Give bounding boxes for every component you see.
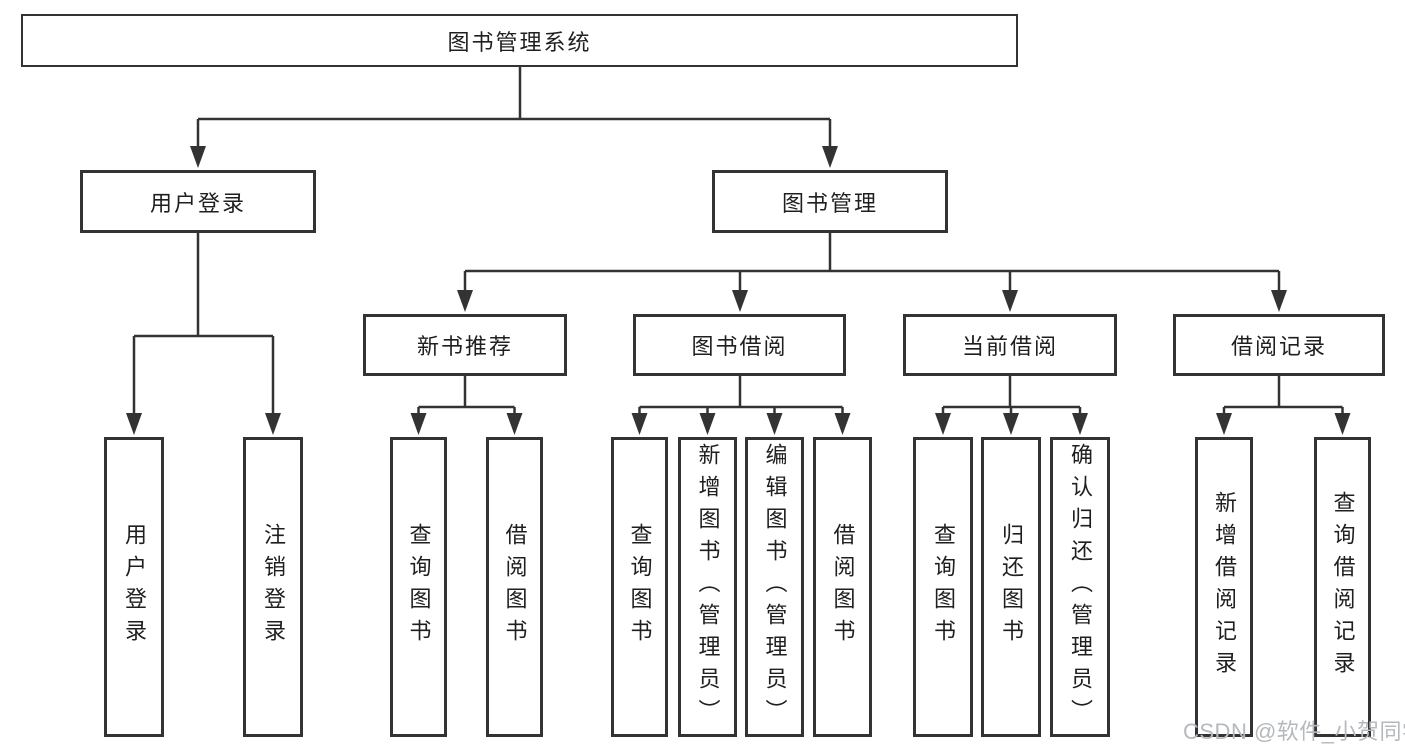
node-label: 用户登录	[149, 190, 246, 216]
node-user-login: 用户登录	[80, 170, 316, 233]
leaf-label: 新增借阅记录	[1212, 491, 1237, 683]
node-label: 当前借阅	[961, 334, 1058, 359]
leaf-edit-book-admin: 编辑图书（管理员）	[745, 437, 804, 737]
leaf-label: 新增图书（管理员）	[695, 443, 721, 731]
node-label: 图书管理	[781, 190, 878, 216]
node-label: 图书管理系统	[447, 29, 592, 55]
watermark: CSDN @软件_小贺同学	[1183, 719, 1405, 744]
leaf-add-borrow-record: 新增借阅记录	[1195, 437, 1253, 737]
leaf-label: 查询借阅记录	[1330, 491, 1356, 683]
node-label: 图书借阅	[691, 334, 788, 359]
node-label: 新书推荐	[416, 334, 513, 359]
leaf-logout: 注销登录	[243, 437, 303, 737]
leaf-return-book: 归还图书	[981, 437, 1041, 737]
leaf-query-books-current: 查询图书	[913, 437, 973, 737]
node-borrow-records: 借阅记录	[1173, 314, 1385, 376]
leaf-query-books-recommend: 查询图书	[390, 437, 447, 737]
leaf-label: 查询图书	[627, 523, 653, 651]
leaf-label: 确认归还（管理员）	[1068, 443, 1093, 731]
node-book-management: 图书管理	[712, 170, 948, 233]
leaf-label: 注销登录	[261, 523, 286, 651]
leaf-user-login: 用户登录	[104, 437, 164, 737]
leaf-query-borrow-record: 查询借阅记录	[1314, 437, 1371, 737]
leaf-label: 编辑图书（管理员）	[762, 443, 788, 731]
leaf-label: 查询图书	[931, 523, 956, 651]
leaf-query-books-borrow: 查询图书	[611, 437, 668, 737]
leaf-label: 借阅图书	[830, 523, 856, 651]
leaf-label: 用户登录	[122, 523, 147, 651]
leaf-label: 借阅图书	[502, 523, 528, 651]
leaf-borrow-books: 借阅图书	[813, 437, 872, 737]
leaf-label: 归还图书	[999, 523, 1024, 651]
leaf-borrow-books-recommend: 借阅图书	[486, 437, 543, 737]
node-new-book-recommend: 新书推荐	[363, 314, 567, 376]
node-current-borrow: 当前借阅	[903, 314, 1117, 376]
node-library-system: 图书管理系统	[21, 14, 1018, 67]
arrowheads	[126, 146, 1351, 435]
leaf-add-book-admin: 新增图书（管理员）	[678, 437, 737, 737]
node-label: 借阅记录	[1230, 334, 1327, 359]
leaf-confirm-return-admin: 确认归还（管理员）	[1050, 437, 1110, 737]
leaf-label: 查询图书	[406, 523, 432, 651]
node-book-borrow: 图书借阅	[633, 314, 846, 376]
